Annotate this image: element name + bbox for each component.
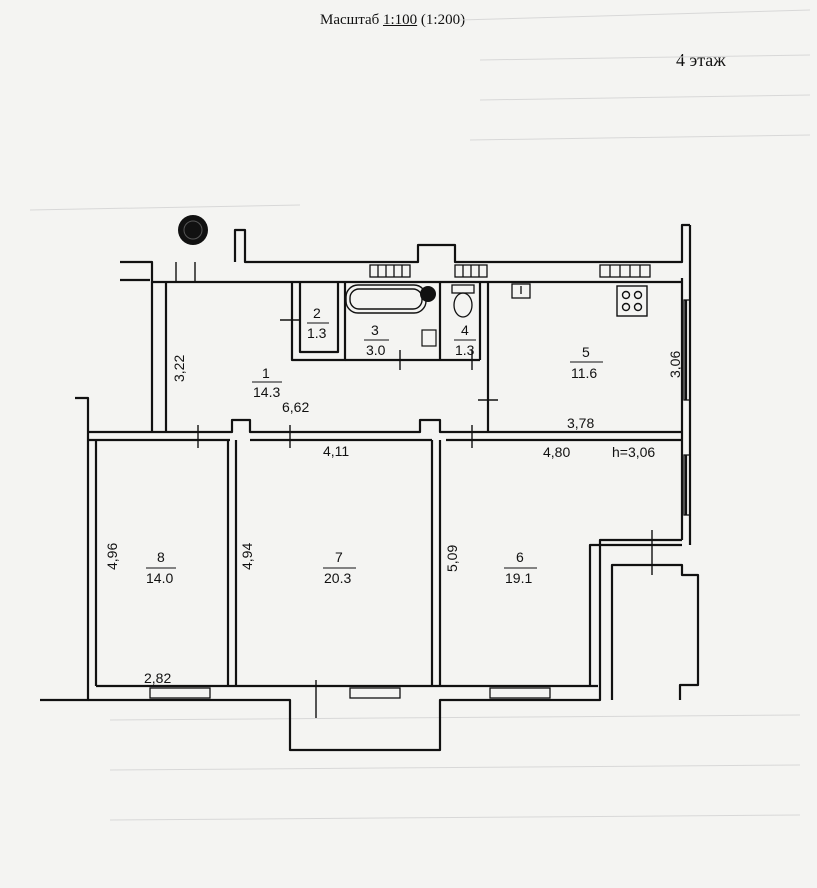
room-4-area: 1.3 bbox=[455, 342, 475, 358]
room-1-area: 14.3 bbox=[253, 384, 280, 400]
scale-alt: (1:200) bbox=[420, 12, 466, 28]
room-5-number: 5 bbox=[582, 344, 590, 360]
room-5-area: 11.6 bbox=[571, 365, 597, 381]
kitchen-sink-icon bbox=[511, 283, 531, 299]
dim-4-80: 4,80 bbox=[543, 444, 570, 460]
sink-icon bbox=[421, 329, 437, 347]
room-3-number: 3 bbox=[371, 322, 379, 338]
dim-4-11: 4,11 bbox=[323, 443, 349, 459]
background-lines bbox=[29, 9, 811, 821]
room-6-number: 6 bbox=[516, 549, 524, 565]
water-heater-icon bbox=[420, 286, 436, 302]
floor-label: 4 этаж bbox=[676, 50, 726, 70]
walls bbox=[40, 223, 700, 752]
room-2-number: 2 bbox=[313, 305, 321, 321]
dim-2-82: 2,82 bbox=[144, 670, 171, 686]
room-2-area: 1.3 bbox=[307, 325, 327, 341]
scale-value: 1:100 bbox=[382, 12, 418, 28]
windows bbox=[149, 264, 691, 699]
door-marks bbox=[175, 262, 653, 718]
room-6-area: 19.1 bbox=[505, 570, 532, 586]
room-8-area: 14.0 bbox=[146, 570, 173, 586]
stove-icon bbox=[616, 285, 648, 317]
dim-3-78: 3,78 bbox=[567, 415, 594, 431]
riser-icon bbox=[178, 215, 208, 245]
dim-4-96: 4,96 bbox=[104, 543, 120, 570]
room-7-area: 20.3 bbox=[324, 570, 351, 586]
toilet-icon bbox=[451, 284, 475, 318]
dim-5-09: 5,09 bbox=[444, 545, 460, 572]
room-4-number: 4 bbox=[461, 322, 469, 338]
ceiling-height: h=3,06 bbox=[612, 444, 655, 460]
scale-caption: Масштаб 1:100 (1:200) bbox=[320, 12, 465, 29]
room-3-area: 3.0 bbox=[366, 342, 386, 358]
dim-4-94: 4,94 bbox=[239, 543, 255, 570]
area-lines bbox=[146, 322, 603, 569]
room-8-number: 8 bbox=[157, 549, 165, 565]
room-7-number: 7 bbox=[335, 549, 343, 565]
bathtub-icon bbox=[345, 284, 427, 314]
room-1-number: 1 bbox=[262, 365, 270, 381]
dim-6-62: 6,62 bbox=[282, 399, 309, 415]
scale-prefix: Масштаб bbox=[320, 12, 380, 28]
dim-3-22: 3,22 bbox=[171, 355, 187, 382]
dim-3-06: 3,06 bbox=[667, 351, 683, 378]
